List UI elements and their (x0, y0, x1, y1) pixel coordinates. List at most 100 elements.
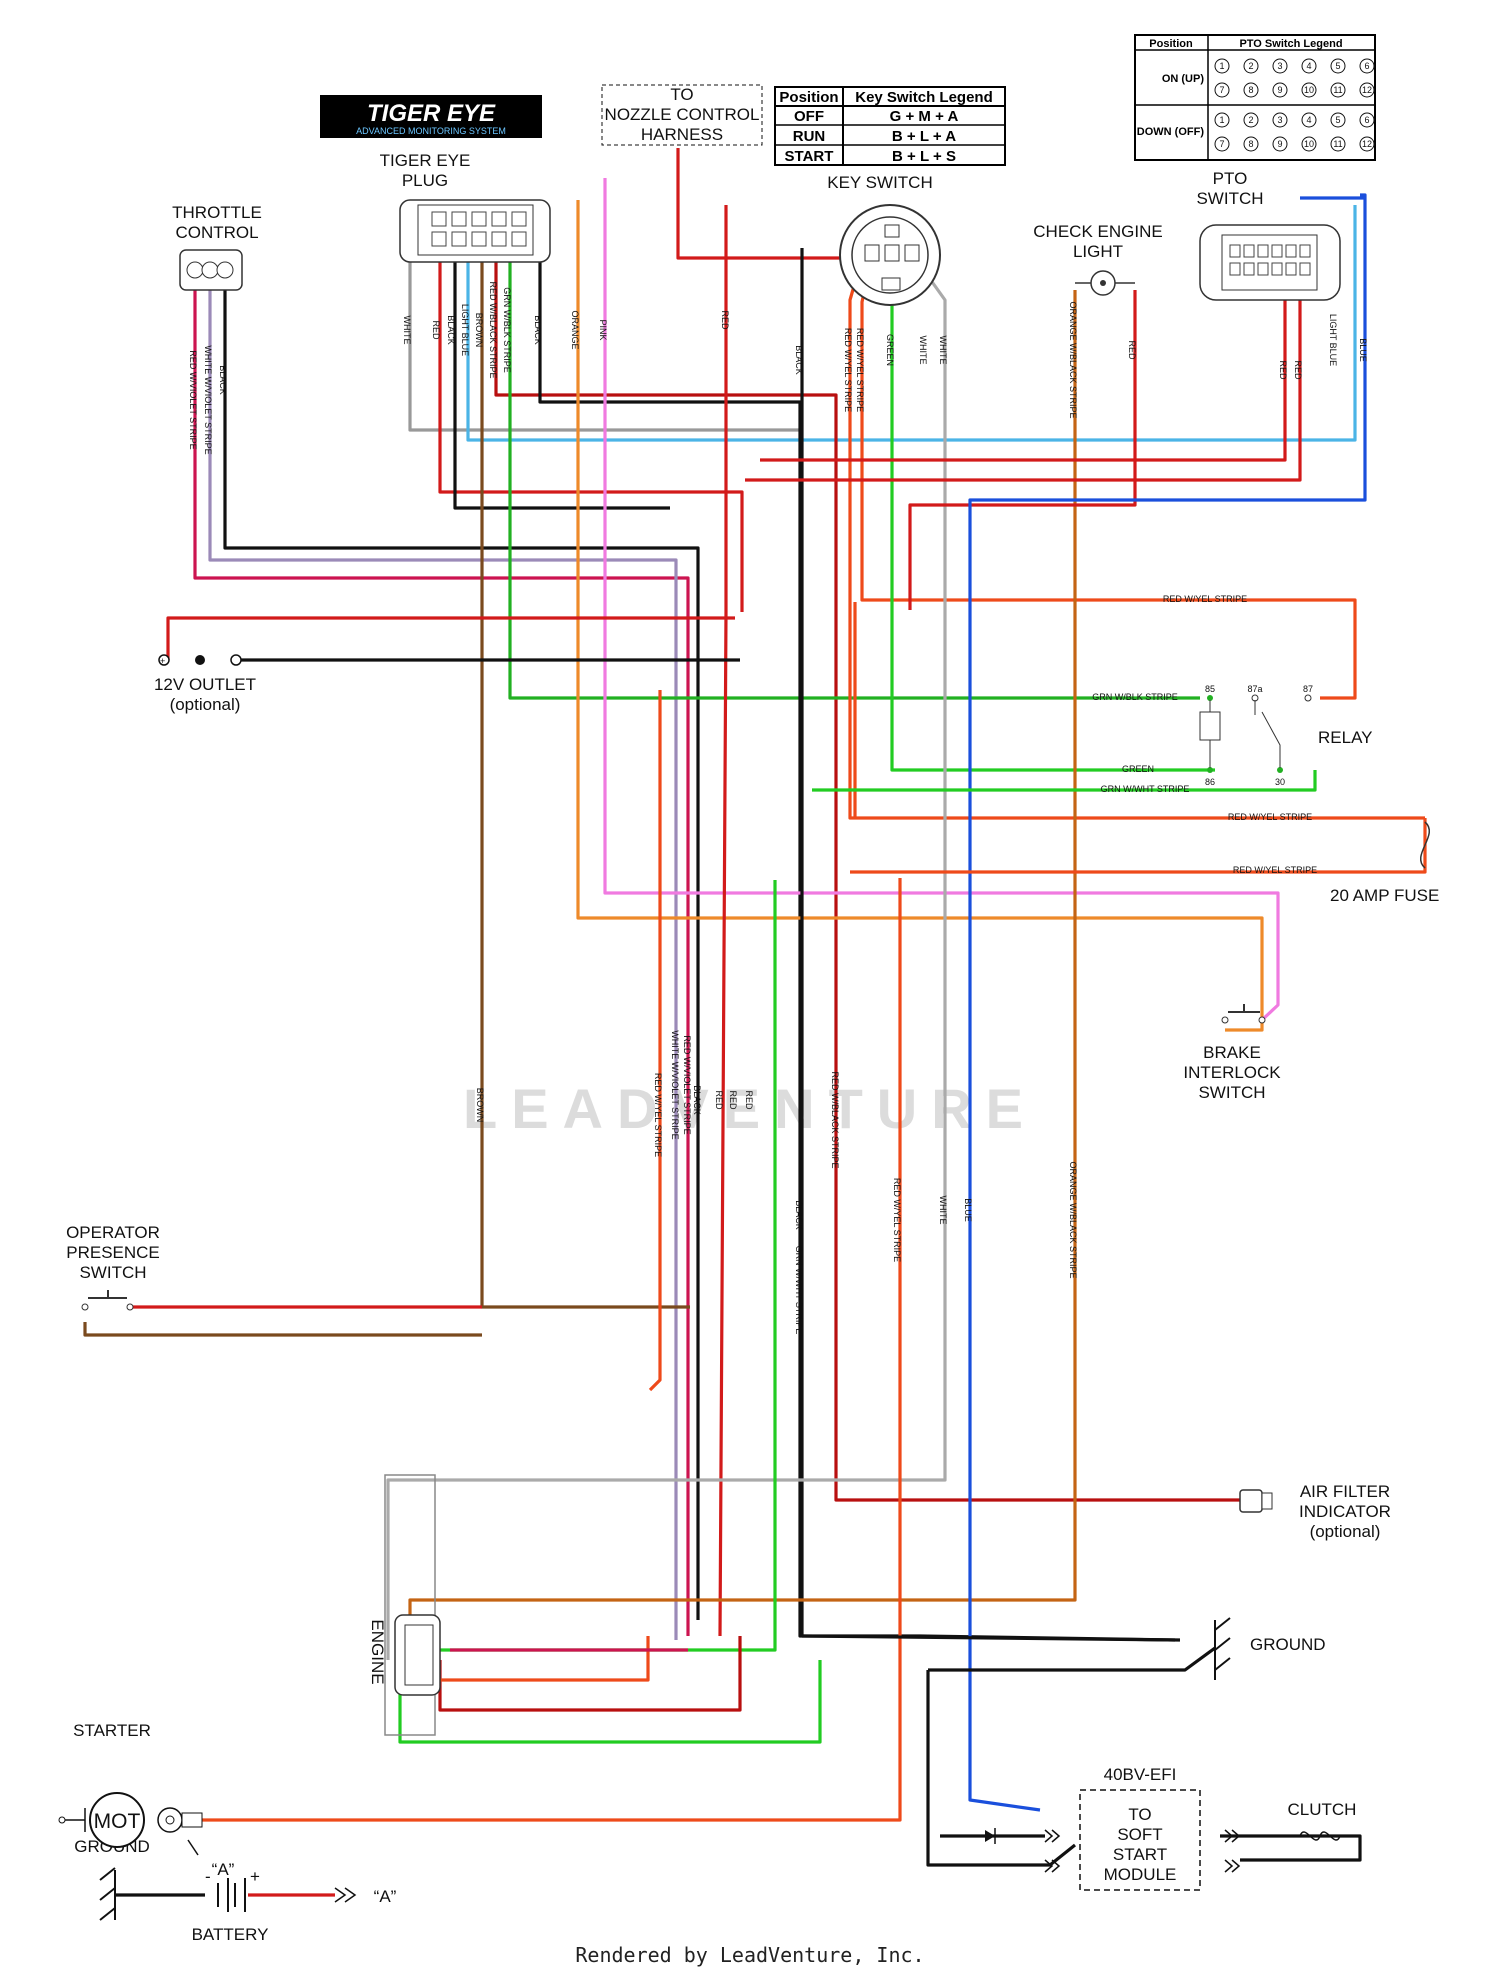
engine-label: ENGINE (368, 1619, 387, 1684)
pto-legend-pin (1243, 112, 1259, 128)
pto-row-on: ON (UP) (1162, 73, 1205, 85)
air-filter-connector (1239, 1489, 1273, 1513)
wire-label-black: BLACK (533, 315, 543, 345)
wire-label-brown: BROWN (474, 313, 484, 348)
wire-red-black (494, 250, 1240, 1502)
pto-legend-pin (1330, 58, 1346, 74)
operator-presence-symbol (81, 1290, 134, 1311)
pto-legend-pin-number: 6 (1364, 61, 1369, 71)
starter-label: STARTER (73, 1721, 151, 1740)
relay-label: RELAY (1318, 728, 1373, 747)
wire-label-red: RED (720, 310, 730, 330)
plug-pin (471, 211, 487, 227)
outlet-label: 12V OUTLET(optional) (154, 675, 256, 714)
throttle-connector (179, 249, 243, 291)
plug-pin (431, 231, 447, 247)
pto-legend-pin (1243, 82, 1259, 98)
pto-header-position: Position (1149, 38, 1193, 50)
brake-interlock-symbol (1221, 1004, 1266, 1024)
pto-connector-pin (1299, 244, 1311, 258)
ks-row-off-label: OFF (794, 108, 824, 125)
pto-legend-pin-number: 10 (1304, 139, 1314, 149)
wire-label-black: BLACK (446, 315, 456, 345)
pto-legend-pin-number: 5 (1335, 115, 1340, 125)
pto-legend-pin (1243, 58, 1259, 74)
pto-legend-pin-number: 7 (1219, 139, 1224, 149)
wire-red-engine (438, 1636, 742, 1712)
wire-label-black: BLACK (692, 1085, 702, 1115)
pto-legend-pin-number: 6 (1364, 115, 1369, 125)
battery-minus: - (205, 1867, 211, 1886)
pto-header-legend: PTO Switch Legend (1239, 38, 1342, 50)
ks-row-start-value: B + L + S (892, 148, 956, 165)
relay-pin-86: 86 (1205, 777, 1215, 787)
wire-red-outlet (166, 616, 735, 660)
key-switch-legend: Position Key Switch Legend OFF G + M + A… (774, 86, 1006, 166)
pto-legend-pin-number: 5 (1335, 61, 1340, 71)
wire-label-red_yel: RED W/YEL STRIPE (855, 328, 865, 412)
wire-label-red: RED (1127, 340, 1137, 360)
plug-pin (451, 211, 467, 227)
wire-orange-engine (428, 1636, 650, 1682)
pto-legend-pin-number: 10 (1304, 85, 1314, 95)
wire-white-plug (408, 250, 802, 432)
wire-label-grn_wht: GRN W/WHT STRIPE (794, 1246, 804, 1335)
wire-green (890, 265, 1215, 772)
pto-legend-pin (1272, 136, 1288, 152)
ks-header-legend: Key Switch Legend (855, 89, 993, 106)
pto-switch-connector (1199, 224, 1341, 301)
pto-legend-pin (1359, 58, 1375, 74)
pto-legend-pin (1301, 136, 1317, 152)
ground-symbol-left (99, 1867, 116, 1921)
pto-legend-pin-number: 4 (1306, 115, 1311, 125)
wire-red-pto2 (745, 290, 1302, 482)
wire-label-white: WHITE (402, 316, 412, 345)
wire-red-pto (760, 290, 1287, 462)
wire-black-plug (453, 250, 670, 510)
pto-connector-pin (1285, 244, 1297, 258)
wire-label-white: WHITE (938, 1196, 948, 1225)
pto-legend-pin (1301, 82, 1317, 98)
ground-right-label: GROUND (1250, 1635, 1326, 1654)
pto-legend-pin (1272, 112, 1288, 128)
pto-connector-pin (1271, 262, 1283, 276)
pto-legend-pin-number: 7 (1219, 85, 1224, 95)
key-switch-label: KEY SWITCH (827, 173, 932, 192)
wire-white-key (386, 264, 947, 1660)
wire-label-green: GREEN (885, 334, 895, 366)
wire-red-violet (193, 288, 690, 1636)
wire-label-red_violet: RED W/VIOLET STRIPE (682, 1035, 692, 1134)
nozzle-box (601, 84, 763, 146)
pto-legend-pin-number: 9 (1277, 139, 1282, 149)
wire-black-plug2 (538, 205, 1176, 1642)
wire-label-brown: BROWN (475, 1088, 485, 1123)
tiger-eye-logo: TIGER EYE ADVANCED MONITORING SYSTEM (320, 95, 542, 138)
pto-legend-pin-number: 12 (1362, 139, 1372, 149)
pto-legend-pin (1214, 58, 1230, 74)
wire-label-blue: BLUE (963, 1198, 973, 1222)
wire-label-orange: ORANGE (570, 310, 580, 349)
wire-label-black: BLACK (794, 1200, 804, 1230)
wire-label-red: RED (431, 320, 441, 340)
plug-pin (471, 231, 487, 247)
wire-redyel-vert (648, 690, 662, 1392)
wire-label-orange_black: ORANGE W/BLACK STRIPE (1068, 1161, 1078, 1278)
pto-legend-pin-number: 2 (1248, 115, 1253, 125)
wire-label-light_blue: LIGHT BLUE (460, 304, 470, 356)
wire-label-light_blue: LIGHT BLUE (1328, 314, 1338, 366)
pto-legend-pin-number: 3 (1277, 61, 1282, 71)
relay-symbol: 85 87a 87 86 30 (1199, 684, 1313, 787)
pto-legend-pin (1214, 112, 1230, 128)
pto-legend-pin (1359, 112, 1375, 128)
soft-start-module (985, 1789, 1341, 1891)
wire-label-black: BLACK (218, 365, 228, 395)
pto-legend-pin-number: 8 (1248, 139, 1253, 149)
fuse-symbol (1419, 821, 1431, 869)
12v-outlet-symbol: + (158, 654, 242, 666)
